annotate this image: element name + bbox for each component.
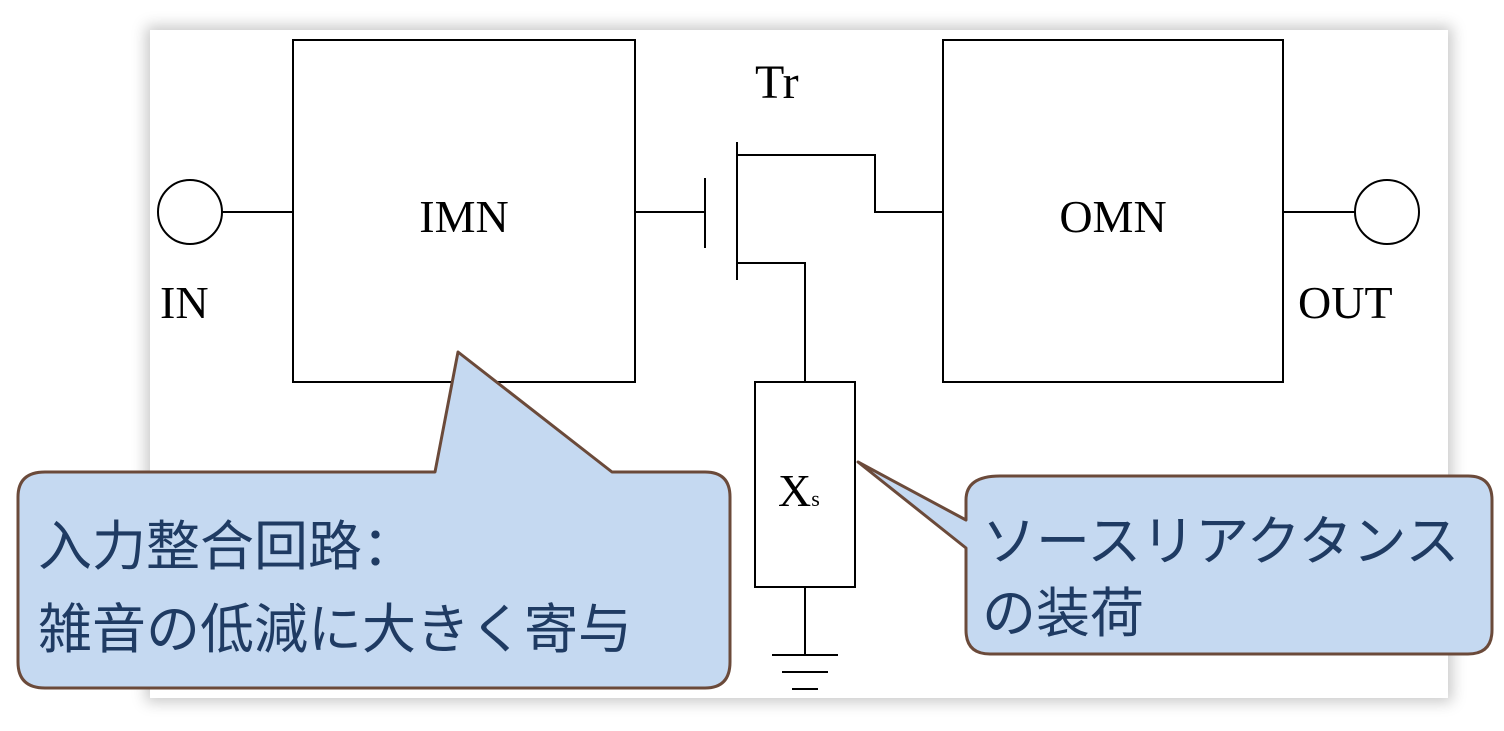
drain-wire [737,154,943,213]
xs-callout-line1: ソースリアクタンス [982,510,1459,573]
transistor-label: Tr [755,56,799,109]
imn-callout-line2: 雑音の低減に大きく寄与 [38,598,632,661]
xs-callout-bubble [856,460,1494,656]
output-port-circle [1354,179,1420,245]
source-reactance-subscript: s [811,486,820,511]
input-port-label: IN [160,277,209,328]
imn-label: IMN [419,191,508,242]
xs-callout-line2: の装荷 [982,582,1144,645]
source-reactance-main: X [778,465,811,516]
input-port-circle [157,179,223,245]
output-port-label: OUT [1298,277,1393,328]
source-reactance-label: Xs [778,465,820,516]
source-wire [737,262,806,382]
imn-callout-bubble [16,350,732,690]
imn-callout-line1: 入力整合回路： [38,515,416,578]
omn-label: OMN [1059,191,1166,242]
